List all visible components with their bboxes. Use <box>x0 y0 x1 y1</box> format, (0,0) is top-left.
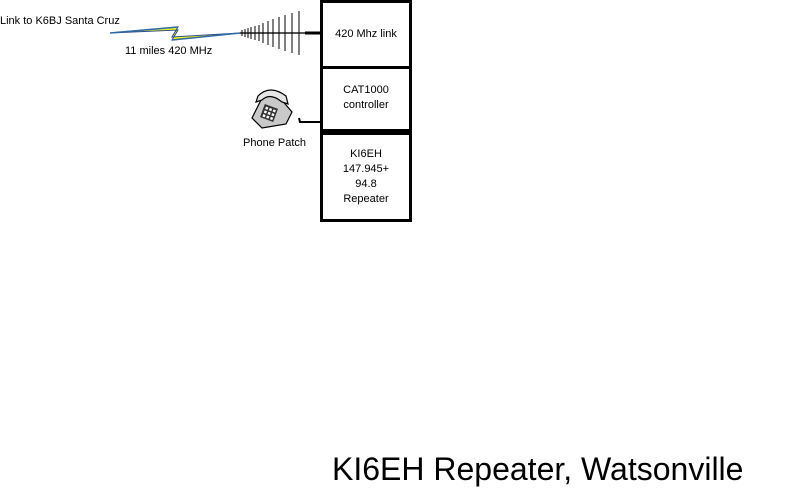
box-line: KI6EH <box>350 148 382 160</box>
box-line: CAT1000 <box>343 83 389 96</box>
phone-connector-line <box>298 117 320 123</box>
phone-patch-label: Phone Patch <box>243 137 306 149</box>
box-line: controller <box>343 98 389 111</box>
lightning-bolt-icon <box>109 26 241 41</box>
box-line: 420 Mhz link <box>335 28 397 40</box>
link-radio-box: 420 Mhz link <box>320 0 412 69</box>
repeater-box: KI6EH 147.945+ 94.8 Repeater <box>320 132 412 222</box>
link-label: Link to K6BJ Santa Cruz <box>0 15 120 27</box>
link-distance-label: 11 miles 420 MHz <box>125 45 213 57</box>
box-line: 147.945+ <box>342 163 390 175</box>
box-line: Repeater <box>343 193 389 205</box>
controller-box: CAT1000 controller <box>320 66 412 132</box>
box-line: 94.8 <box>355 178 377 190</box>
diagram-title: KI6EH Repeater, Watsonville <box>332 451 744 487</box>
yagi-antenna-icon <box>240 11 305 55</box>
telephone-icon <box>251 89 293 129</box>
